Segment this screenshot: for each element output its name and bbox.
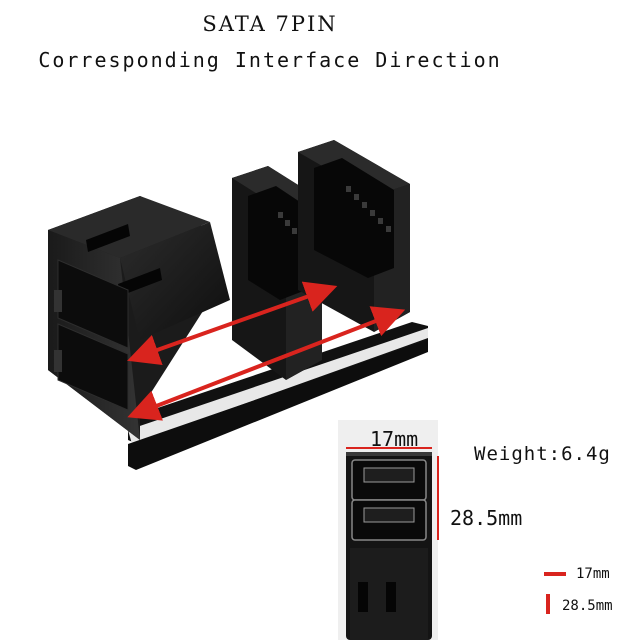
front-view-photo (338, 420, 438, 640)
direction-arrow-2 (127, 306, 406, 421)
product-title: SATA 7PIN (202, 12, 338, 36)
legend-width-marker (544, 572, 566, 576)
legend-height-marker (546, 594, 550, 614)
weight-label: Weight:6.4g (474, 443, 611, 465)
width-label: 17mm (370, 427, 419, 451)
legend-height-text: 28.5mm (562, 598, 613, 614)
height-label: 28.5mm (450, 506, 523, 530)
product-subtitle: Corresponding Interface Direction (38, 48, 502, 72)
legend-width-text: 17mm (576, 566, 610, 582)
